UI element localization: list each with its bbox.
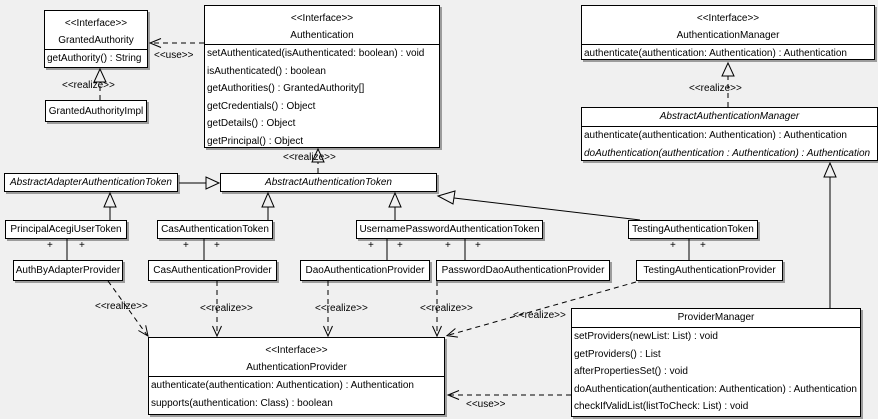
- realize-label: <<realize>>: [62, 80, 115, 91]
- class-auth-by-adapter-provider[interactable]: AuthByAdapterProvider: [13, 260, 123, 281]
- method-label: getPrincipal() : Object: [207, 135, 304, 147]
- class-name: CasAuthenticationToken: [161, 224, 269, 235]
- stereotype-label: <<Interface>>: [290, 13, 354, 24]
- class-name: AbstractAuthenticationToken: [265, 177, 392, 188]
- class-abstract-adapter-authentication-token[interactable]: AbstractAdapterAuthenticationToken: [4, 173, 178, 192]
- method-label: getAuthority() : String: [47, 53, 142, 64]
- class-password-dao-authentication-provider[interactable]: PasswordDaoAuthenticationProvider: [436, 260, 610, 281]
- class-granted-authority-impl[interactable]: GrantedAuthorityImpl: [45, 100, 147, 122]
- class-provider-manager[interactable]: ProviderManager setProviders(newList: Li…: [571, 308, 861, 417]
- assoc-end-plus: +: [397, 240, 403, 251]
- use-label: <<use>>: [466, 399, 506, 410]
- method-label: getAuthorities() : GrantedAuthority[]: [207, 83, 365, 94]
- realize-label: <<realize>>: [95, 301, 148, 312]
- assoc-end-plus: +: [47, 240, 53, 251]
- method-label: authenticate(authentication: Authenticat…: [584, 130, 847, 141]
- assoc-end-plus: +: [700, 240, 706, 251]
- method-label: authenticate(authentication: Authenticat…: [151, 380, 414, 391]
- class-name: AuthenticationProvider: [246, 362, 347, 373]
- class-name: Authentication: [290, 30, 354, 41]
- class-name: GrantedAuthorityImpl: [48, 105, 144, 117]
- stereotype-label: <<Interface>>: [64, 18, 128, 29]
- class-name: DaoAuthenticationProvider: [305, 265, 425, 276]
- stereotype-label: <<Interface>>: [265, 345, 328, 356]
- class-name: AuthByAdapterProvider: [15, 265, 121, 276]
- class-abstract-authentication-token[interactable]: AbstractAuthenticationToken: [220, 173, 437, 192]
- method-label: checkIfValidList(listToCheck: List) : vo…: [574, 401, 749, 412]
- assoc-end-plus: +: [183, 240, 189, 251]
- class-name: PrincipalAcegiUserToken: [10, 224, 122, 235]
- realize-label: <<realize>>: [283, 152, 336, 163]
- method-label: doAuthentication(authentication : Authen…: [584, 147, 871, 159]
- class-authentication[interactable]: <<Interface>> Authentication setAuthenti…: [204, 5, 440, 148]
- method-label: isAuthenticated() : boolean: [207, 65, 326, 77]
- class-name: TestingAuthenticationToken: [632, 224, 754, 235]
- class-name: CasAuthenticationProvider: [153, 265, 272, 276]
- class-authentication-provider[interactable]: <<Interface>> AuthenticationProvider aut…: [148, 337, 445, 415]
- class-dao-authentication-provider[interactable]: DaoAuthenticationProvider: [300, 260, 430, 281]
- class-name: GrantedAuthority: [58, 35, 134, 46]
- class-cas-authentication-token[interactable]: CasAuthenticationToken: [157, 220, 273, 239]
- class-abstract-authentication-manager[interactable]: AbstractAuthenticationManager authentica…: [581, 107, 878, 161]
- class-cas-authentication-provider[interactable]: CasAuthenticationProvider: [148, 260, 277, 281]
- class-authentication-manager[interactable]: <<Interface>> AuthenticationManager auth…: [581, 5, 875, 60]
- assoc-end-plus: +: [670, 240, 676, 251]
- realize-label: <<realize>>: [315, 303, 368, 314]
- method-label: setAuthenticated(isAuthenticated: boolea…: [207, 48, 425, 59]
- class-name: PasswordDaoAuthenticationProvider: [441, 265, 605, 276]
- class-granted-authority[interactable]: <<Interface>> GrantedAuthority getAuthor…: [44, 10, 148, 68]
- edge-gen-castoken-abstracttoken: [261, 191, 275, 220]
- class-principal-acegi-user-token[interactable]: PrincipalAcegiUserToken: [5, 220, 127, 239]
- class-testing-authentication-provider[interactable]: TestingAuthenticationProvider: [636, 260, 783, 281]
- use-label: <<use>>: [154, 50, 194, 61]
- method-label: authenticate(authentication: Authenticat…: [584, 48, 847, 59]
- class-name: AbstractAuthenticationManager: [659, 111, 800, 122]
- assoc-end-plus: +: [475, 240, 481, 251]
- realize-label: <<realize>>: [420, 303, 473, 314]
- assoc-end-plus: +: [79, 240, 85, 251]
- class-name: ProviderManager: [677, 312, 755, 323]
- assoc-end-plus: +: [445, 240, 451, 251]
- method-label: getDetails() : Object: [207, 118, 296, 129]
- assoc-end-plus: +: [368, 240, 374, 251]
- class-name: AbstractAdapterAuthenticationToken: [10, 177, 172, 188]
- realize-label: <<realize>>: [689, 83, 742, 94]
- method-label: supports(authentication: Class) : boolea…: [151, 397, 333, 409]
- class-name: UsernamePasswordAuthenticationToken: [359, 224, 540, 235]
- class-testing-authentication-token[interactable]: TestingAuthenticationToken: [628, 220, 758, 239]
- class-username-password-authentication-token[interactable]: UsernamePasswordAuthenticationToken: [356, 220, 543, 239]
- method-label: getCredentials() : Object: [207, 100, 316, 112]
- edge-gen-principal-adaptertoken: [103, 191, 117, 220]
- realize-label: <<realize>>: [200, 303, 253, 314]
- assoc-end-plus: +: [214, 240, 220, 251]
- method-label: getProviders() : List: [574, 348, 661, 360]
- method-label: afterPropertiesSet() : void: [574, 366, 688, 377]
- edge-gen-providermanager-abstractmanager: [823, 161, 837, 308]
- edge-gen-testingtoken-abstracttoken: [436, 190, 641, 221]
- edge-use-authentication-grantedauthority: [148, 38, 204, 48]
- stereotype-label: <<Interface>>: [696, 13, 760, 24]
- realize-label: <<realize>>: [513, 310, 566, 321]
- class-name: TestingAuthenticationProvider: [643, 265, 776, 276]
- method-label: setProviders(newList: List) : void: [574, 331, 718, 342]
- edge-gen-adaptertoken-abstracttoken: [179, 176, 221, 190]
- method-label: doAuthentication(authentication: Authent…: [574, 383, 857, 395]
- class-name: AuthenticationManager: [676, 30, 780, 41]
- edge-gen-uptoken-abstracttoken: [388, 191, 402, 220]
